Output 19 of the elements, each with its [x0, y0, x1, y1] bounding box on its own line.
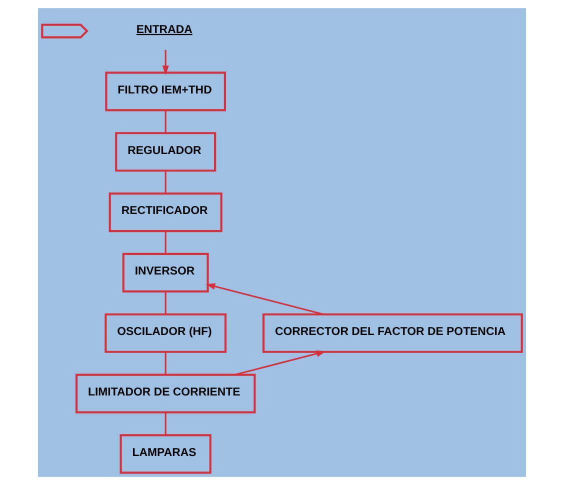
node-box: FILTRO IEM+THD: [105, 72, 226, 112]
node-picture: [41, 24, 88, 38]
arrow: [206, 283, 324, 316]
arrow: [162, 50, 169, 76]
node-box: REGULADOR: [115, 132, 216, 172]
connector: [164, 110, 166, 134]
connector: [164, 231, 166, 254]
node-text: ENTRADA: [136, 24, 192, 36]
node-box: INVERSOR: [122, 252, 209, 292]
node-box: CORRECTOR DEL FACTOR DE POTENCIA: [262, 313, 523, 353]
connector: [164, 292, 166, 314]
connector: [164, 170, 166, 194]
node-box: RECTIFICADOR: [108, 192, 222, 232]
connector: [164, 352, 166, 375]
arrow: [234, 350, 326, 376]
node-box: LAMPARAS: [120, 434, 212, 474]
node-box: LIMITADOR DE CORRIENTE: [76, 374, 256, 414]
node-box: OSCILADOR (HF): [104, 313, 227, 353]
connector: [164, 412, 166, 436]
